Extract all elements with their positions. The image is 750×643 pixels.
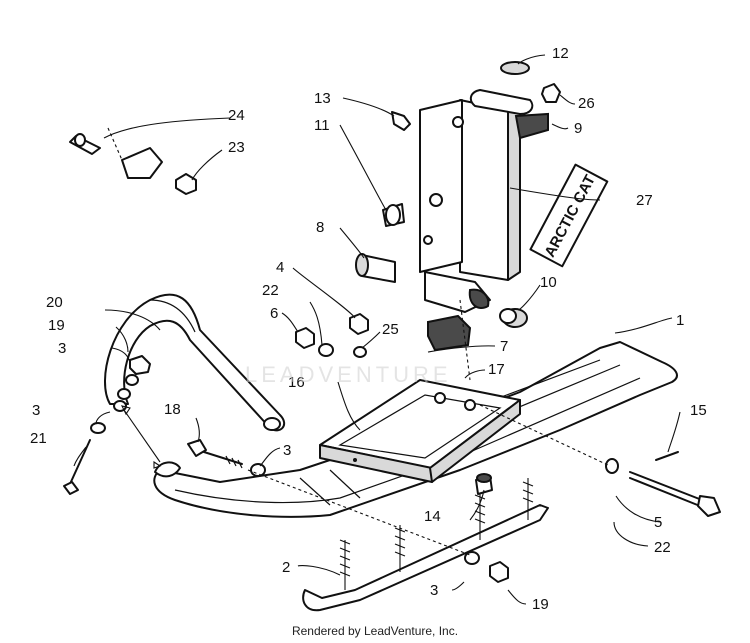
callout-20: 20 xyxy=(46,294,63,311)
callout-21: 21 xyxy=(30,430,47,447)
rubber-block-7 xyxy=(427,314,472,352)
leader-lines xyxy=(73,54,681,605)
callout-17: 17 xyxy=(488,361,505,378)
callout-22-b: 22 xyxy=(654,539,671,556)
callout-8: 8 xyxy=(316,219,324,236)
callout-22-a: 22 xyxy=(262,282,279,299)
ski-saddle xyxy=(319,379,521,483)
bolt-15 xyxy=(605,451,721,517)
callout-5: 5 xyxy=(654,514,662,531)
spacer-14 xyxy=(475,473,493,495)
callout-19-a: 19 xyxy=(48,317,65,334)
grease-fitting-13 xyxy=(391,111,411,131)
callout-26: 26 xyxy=(578,95,595,112)
callout-2: 2 xyxy=(282,559,290,576)
callout-11: 11 xyxy=(314,117,330,134)
nut-19-lower xyxy=(489,561,509,583)
callout-12: 12 xyxy=(552,45,569,62)
callout-14: 14 xyxy=(424,508,441,525)
callout-15: 15 xyxy=(690,402,707,419)
callout-3-b: 3 xyxy=(32,402,40,419)
skag-wear-bar xyxy=(302,478,549,612)
callout-25: 25 xyxy=(382,321,399,338)
bolt-21 xyxy=(63,422,106,495)
spindle-housing xyxy=(419,89,549,313)
credit-text: Rendered by LeadVenture, Inc. xyxy=(291,624,459,638)
callout-9: 9 xyxy=(574,120,582,137)
bolt-18 xyxy=(187,439,266,477)
nut-26 xyxy=(541,83,561,103)
bushing-10 xyxy=(499,308,528,328)
callout-4: 4 xyxy=(276,259,284,276)
bushing-8 xyxy=(355,253,396,283)
callout-23: 23 xyxy=(228,139,245,156)
callout-6: 6 xyxy=(270,305,278,322)
callout-27: 27 xyxy=(636,192,653,209)
nut-4 xyxy=(349,313,369,335)
bushing-11 xyxy=(382,203,405,227)
watermark: LEADVENTURE xyxy=(245,362,452,387)
callout-3-c: 3 xyxy=(58,340,66,357)
callout-16: 16 xyxy=(288,374,305,391)
callout-19-b: 19 xyxy=(532,596,549,613)
arctic-cat-decal: ARCTIC CAT xyxy=(529,163,609,268)
washer-22a xyxy=(318,343,334,357)
ski xyxy=(153,341,678,518)
callout-1: 1 xyxy=(676,312,684,329)
callout-10: 10 xyxy=(540,274,557,291)
callout-13: 13 xyxy=(314,90,331,107)
callout-24: 24 xyxy=(228,107,245,124)
nut-6 xyxy=(295,327,315,349)
callout-3-d: 3 xyxy=(430,582,438,599)
callout-7: 7 xyxy=(500,338,508,355)
nut-23 xyxy=(175,173,197,195)
callouts: 1 2 3 3 3 3 4 5 6 7 8 9 10 11 12 13 14 1… xyxy=(30,45,707,613)
assembly-guide-lines xyxy=(107,127,611,556)
bolt-24 xyxy=(69,133,101,155)
ski-loop xyxy=(104,293,286,432)
callout-3-a: 3 xyxy=(283,442,291,459)
loop-fasteners xyxy=(113,355,151,412)
washer-25 xyxy=(353,346,367,358)
spacer-24 xyxy=(121,147,163,179)
callout-18: 18 xyxy=(164,401,181,418)
cap-12 xyxy=(500,61,530,75)
